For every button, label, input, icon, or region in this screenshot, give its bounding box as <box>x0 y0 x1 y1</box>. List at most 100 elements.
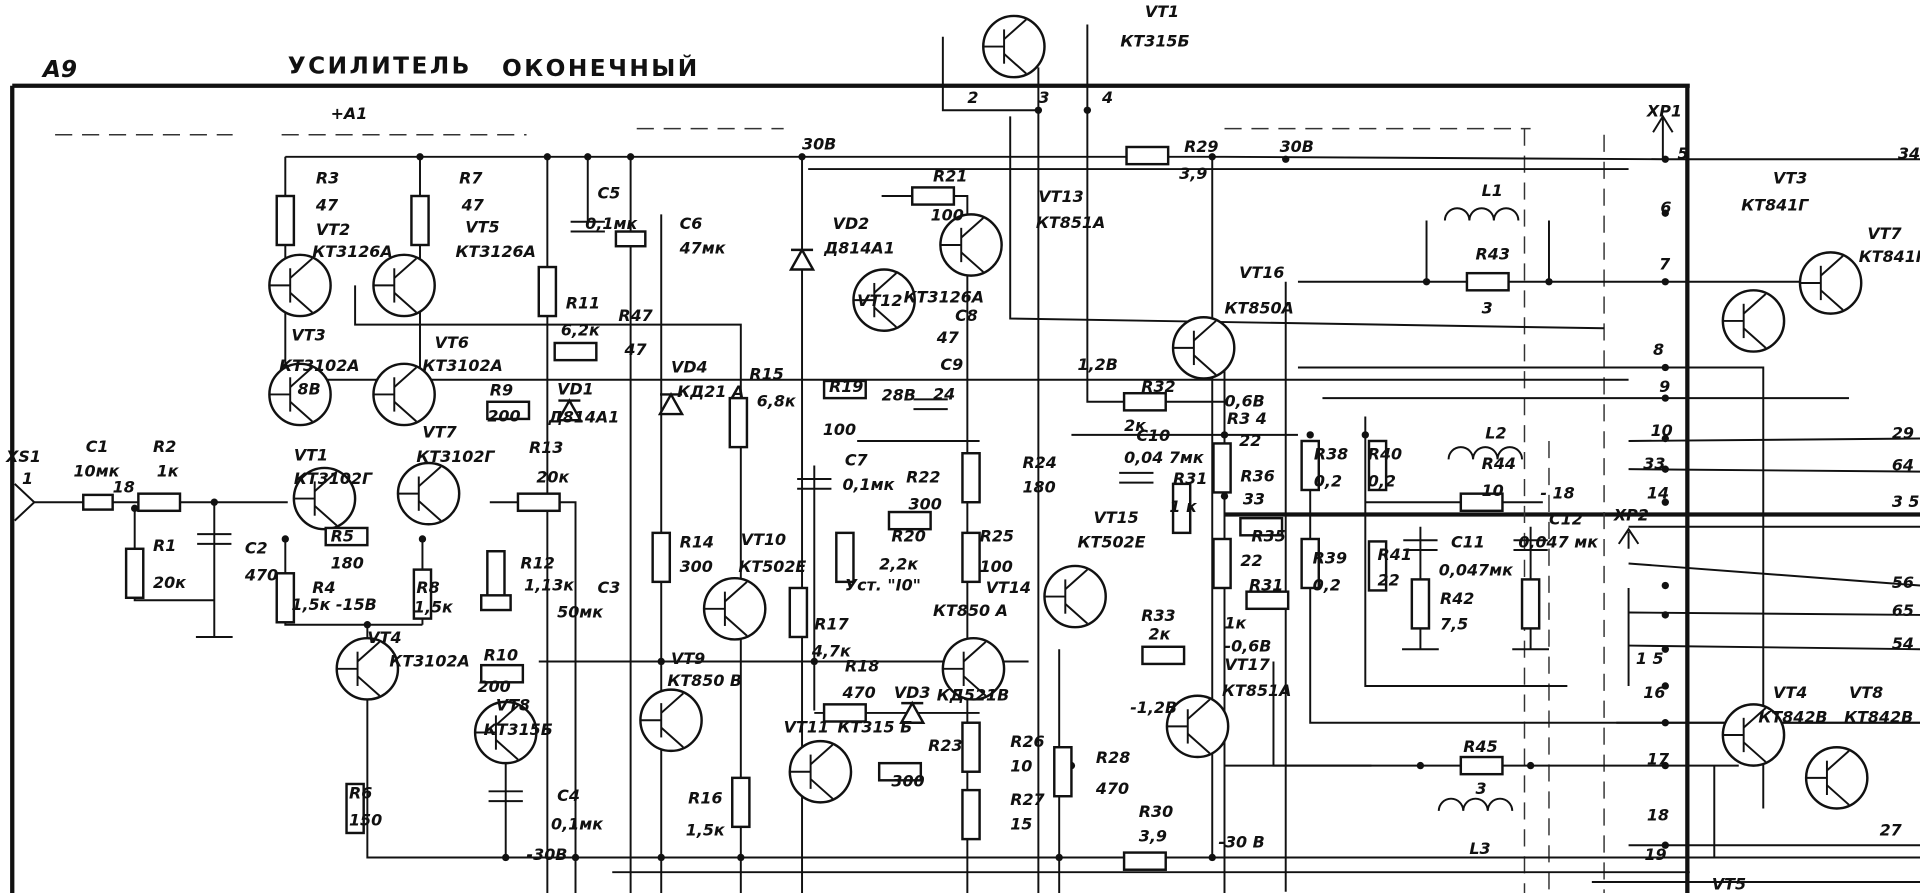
junction-dot <box>281 535 289 543</box>
electrolytic-capacitor-icon <box>82 493 114 511</box>
label-vt11: VT11 <box>784 718 829 737</box>
label-r12v: 1,13к <box>524 575 575 594</box>
board-label: +А1 <box>331 104 368 123</box>
label-vd4: VD4 <box>671 357 708 376</box>
label-vm12: -1,2В <box>1130 698 1177 717</box>
label-xp2: XP2 <box>1613 506 1649 525</box>
electrolytic-capacitor-icon <box>480 594 512 612</box>
junction-dot <box>1661 719 1669 727</box>
label-r42v: 7,5 <box>1440 615 1468 634</box>
resistor-icon <box>877 761 923 782</box>
label-r19v: 100 <box>823 420 856 439</box>
label-r43: R43 <box>1476 245 1510 264</box>
transistor-vt3-icon <box>268 362 332 427</box>
label-r1: R1 <box>153 536 176 555</box>
resistor-icon <box>1053 746 1073 798</box>
label-r41: R41 <box>1378 545 1412 564</box>
resistor-icon <box>553 341 598 362</box>
label-r33: R33 <box>1141 606 1175 625</box>
junction-dot <box>1661 761 1669 770</box>
transistor-vt12-icon <box>852 268 916 332</box>
label-r27: R27 <box>1010 790 1045 809</box>
resistor-icon <box>1171 482 1192 535</box>
label-vt4rt: КТ842В <box>1758 708 1827 727</box>
label-c6: С6 <box>680 214 703 233</box>
label-vt15: VT15 <box>1093 508 1138 527</box>
label-r45: R45 <box>1463 737 1497 756</box>
label-r22: R22 <box>906 468 940 487</box>
wire <box>1628 644 1920 651</box>
label-vt8rt: КТ842В <box>1844 708 1913 727</box>
label-r40: R40 <box>1368 444 1402 463</box>
junction-dot <box>1208 853 1216 862</box>
resistor-icon <box>1141 645 1186 666</box>
label-c9: С9 <box>940 355 963 374</box>
junction-dot <box>1661 611 1669 619</box>
junction-dot <box>1661 841 1669 849</box>
label-r44: R44 <box>1482 454 1516 473</box>
label-r31av: 1 к <box>1169 497 1198 516</box>
transistor-vt3r-icon <box>1721 289 1786 353</box>
resistor-icon <box>324 526 369 547</box>
label-vt5: VT5 <box>465 218 499 237</box>
label-r31v: 1к <box>1224 613 1247 632</box>
label-vt7: VT7 <box>422 422 457 441</box>
transistor-vt11-icon <box>788 739 853 804</box>
resistor-icon <box>835 531 855 584</box>
label-r43v: 3 <box>1482 299 1493 318</box>
transistor-vt10-icon <box>702 576 767 641</box>
label-r23v: 300 <box>891 771 924 790</box>
resistor-icon <box>728 396 749 449</box>
capacitor-icon <box>1403 539 1438 551</box>
resistor-icon <box>1459 492 1504 513</box>
label-x15: 1 5 <box>1636 649 1664 668</box>
label-vd1: VD1 <box>557 379 594 398</box>
junction-dot <box>1083 106 1092 114</box>
resistor-icon <box>486 400 531 421</box>
wire <box>133 508 215 602</box>
label-x8: 8 <box>1653 340 1664 359</box>
capacitor-icon <box>1119 471 1154 484</box>
transistor-vt17-icon <box>1165 694 1230 759</box>
label-n65: 65 <box>1892 601 1914 620</box>
label-r39: R39 <box>1313 548 1347 567</box>
resistor-icon <box>1410 578 1431 630</box>
resistor-icon <box>887 510 932 531</box>
label-r1v: 20к <box>153 573 187 592</box>
wire <box>1364 416 1568 687</box>
resistor-icon <box>822 379 867 400</box>
junction-dot <box>1055 853 1063 862</box>
junction-dot <box>657 657 665 666</box>
junction-dot <box>131 504 139 513</box>
label-r47: R47 <box>618 306 653 325</box>
label-vt17t: КТ851А <box>1222 681 1291 700</box>
junction-dot <box>626 153 635 161</box>
label-r16v: 1,5к <box>686 820 726 839</box>
label-vt8t: КТ315Б <box>484 720 553 739</box>
capacitor-icon <box>797 477 832 490</box>
label-r36v: 33 <box>1243 490 1265 509</box>
label-vt15t: КТ502Е <box>1078 533 1146 552</box>
wire <box>1628 437 1920 442</box>
junction-dot <box>1526 761 1535 770</box>
junction-dot <box>657 853 665 862</box>
wire <box>941 36 1041 112</box>
label-r41v: 22 <box>1378 571 1400 590</box>
label-xp1: XP1 <box>1646 101 1682 120</box>
label-c8v: 47 <box>936 328 960 347</box>
junction-dot <box>737 853 745 862</box>
label-r17: R17 <box>814 615 849 634</box>
label-r21v: 100 <box>931 205 964 224</box>
junction-dot <box>798 153 806 161</box>
label-r20v: 2,2к <box>879 555 919 574</box>
label-vd1t: Д814А1 <box>548 408 620 427</box>
resistor-icon <box>1465 271 1510 292</box>
junction-dot <box>363 621 372 629</box>
junction-dot <box>1416 761 1425 770</box>
label-vd2: VD2 <box>833 214 870 233</box>
wire <box>366 624 1920 859</box>
junction-dot <box>1361 431 1369 439</box>
junction-dot <box>1545 278 1553 286</box>
capacitor-icon <box>570 220 605 233</box>
label-r16: R16 <box>688 789 722 808</box>
